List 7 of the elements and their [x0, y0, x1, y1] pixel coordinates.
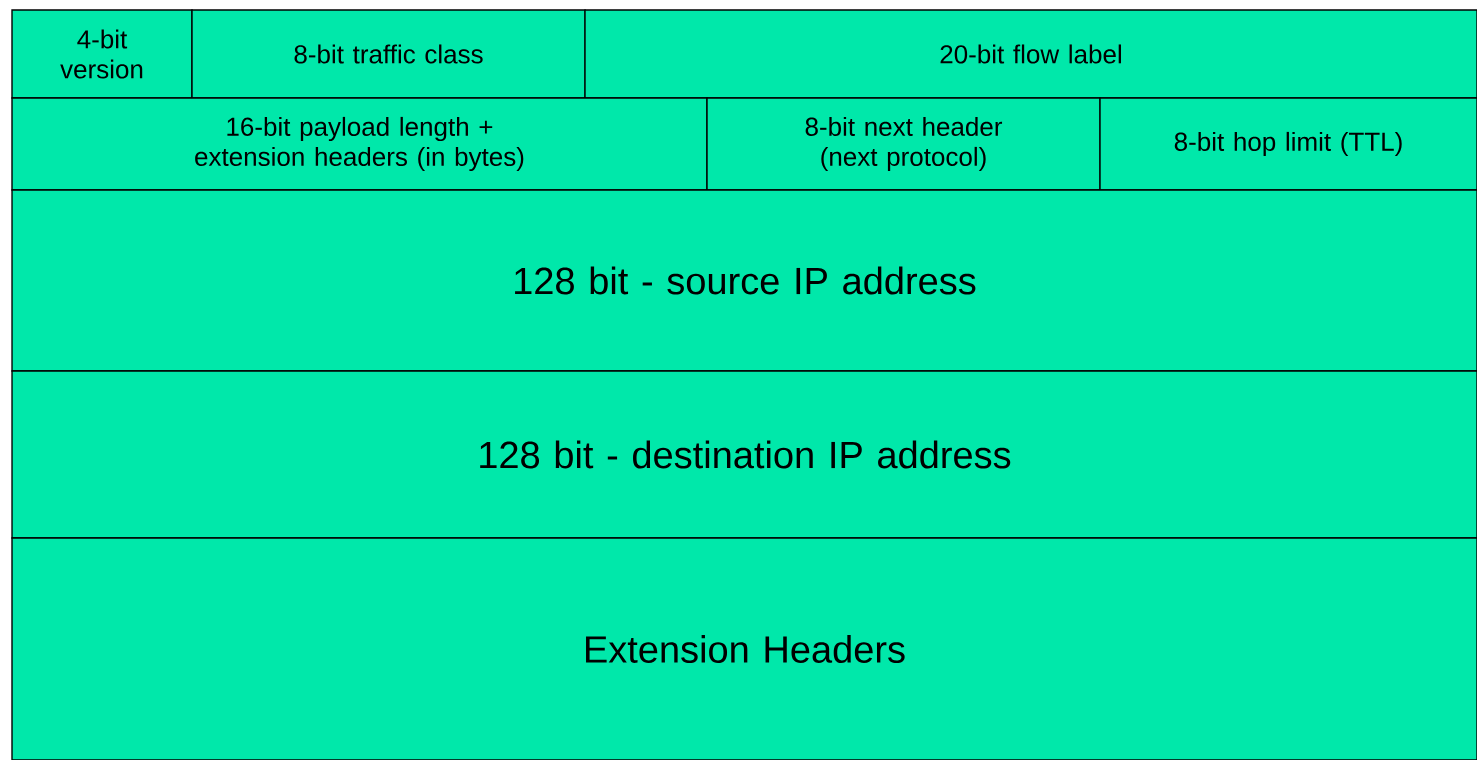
- field-cell: Extension Headers: [11, 537, 1477, 760]
- field-cell: 4-bit version: [11, 9, 193, 99]
- node-label: 8-bit hop limit (TTL): [1174, 131, 1402, 157]
- node-label: 20-bit flow label: [940, 44, 1121, 64]
- field-cell: 8-bit next header (next protocol): [706, 97, 1101, 191]
- field-cell: 8-bit hop limit (TTL): [1099, 97, 1477, 191]
- field-cell: 128 bit - destination IP address: [11, 370, 1477, 539]
